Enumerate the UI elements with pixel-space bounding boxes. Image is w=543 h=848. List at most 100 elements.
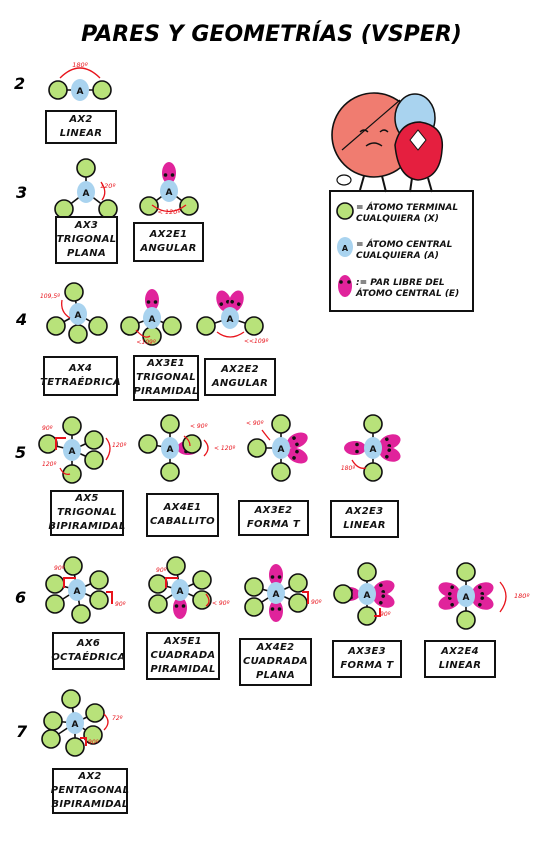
terminal-atom xyxy=(65,737,85,757)
terminal-atom xyxy=(92,80,112,100)
terminal-atom xyxy=(456,562,476,582)
geometry-name: TRIGONAL xyxy=(57,507,117,518)
angle-arc xyxy=(100,181,106,201)
lone-pair-lobe xyxy=(216,290,232,312)
formula: AX2 xyxy=(78,771,102,782)
row-number-2: 2 xyxy=(14,74,26,93)
angle-label: 90º xyxy=(42,425,53,432)
label-ax6: AX6 OCTAÉDRICA xyxy=(51,632,125,670)
electron-dot xyxy=(385,454,389,459)
lone-pair-lobe xyxy=(269,564,283,586)
electron-dot xyxy=(146,300,151,304)
angle-label: 120º xyxy=(42,461,56,468)
central-atom-letter: A xyxy=(74,587,81,597)
lone-pair xyxy=(286,447,308,464)
angle-label: 180º xyxy=(514,592,529,600)
label-ax3e3: AX3E3 FORMA T xyxy=(332,640,402,678)
lone-pair-lobe xyxy=(173,597,187,619)
terminal-atom xyxy=(179,196,199,216)
geometry-name: CUADRADA xyxy=(150,650,216,661)
label-ax2-pentagonal: AX2 PENTAGONAL BIPIRAMIDAL xyxy=(51,768,129,814)
legend-terminal-text: = ÁTOMO TERMINAL CUALQUIERA (X) xyxy=(356,203,459,224)
central-atom xyxy=(358,583,376,605)
central-atom-letter: A xyxy=(273,590,280,600)
label-ax3: AX3 TRIGONAL PLANA xyxy=(55,216,118,264)
terminal-atom xyxy=(363,462,383,482)
central-atom xyxy=(160,180,178,202)
angle-arc xyxy=(61,299,71,319)
electron-dot xyxy=(292,436,296,440)
terminal-atom xyxy=(148,594,168,614)
terminal-atom xyxy=(160,414,180,434)
electron-dot xyxy=(170,173,175,177)
electron-dot xyxy=(450,602,454,607)
electron-dot xyxy=(385,437,389,442)
geometry-name: FORMA T xyxy=(340,660,394,671)
page-title: PARES Y GEOMETRÍAS (VSPER) xyxy=(81,22,462,47)
terminal-atom xyxy=(148,574,168,594)
central-atom xyxy=(63,439,81,461)
central-atom-letter: A xyxy=(83,189,90,199)
angle-arc xyxy=(261,429,271,441)
lone-pair xyxy=(173,597,187,619)
terminal-atom xyxy=(271,462,291,482)
geometry-name: BIPIRAMIDAL xyxy=(51,799,129,810)
electron-dot xyxy=(163,173,168,177)
terminal-atom xyxy=(160,462,180,482)
electron-dot xyxy=(236,302,241,306)
sad-mouth xyxy=(365,142,383,147)
terminal-atom xyxy=(63,556,83,576)
terminal-atom xyxy=(46,316,66,336)
geometry-name: PIRAMIDAL xyxy=(150,664,216,675)
electron-dot xyxy=(387,448,392,452)
right-angle-mark xyxy=(80,737,87,746)
central-atom xyxy=(69,303,87,325)
central-atom xyxy=(171,579,189,601)
terminal-atom xyxy=(71,604,91,624)
central-atom xyxy=(66,712,84,734)
leg xyxy=(381,175,387,193)
row-number-5: 5 xyxy=(15,443,27,462)
geometry-name: PLANA xyxy=(66,248,107,259)
central-atom-letter: A xyxy=(77,87,84,97)
angle-arc xyxy=(203,439,209,457)
electron-dot xyxy=(355,449,359,454)
right-angle-mark xyxy=(106,591,113,604)
lone-pair xyxy=(379,446,401,462)
electron-dot xyxy=(480,596,485,600)
lone-pair-lobe xyxy=(286,447,308,464)
formula: AX4E2 xyxy=(256,642,295,653)
terminal-atom xyxy=(139,196,159,216)
lone-pair xyxy=(373,592,395,608)
angle-label: 72º xyxy=(112,715,123,722)
angle-label: 180º xyxy=(341,465,355,472)
lone-pair xyxy=(216,290,232,312)
terminal-atom xyxy=(62,416,82,436)
electron-dot xyxy=(230,299,234,304)
formula: AX3 xyxy=(74,220,99,231)
angle-arc xyxy=(103,713,109,731)
central-atom xyxy=(221,307,239,329)
label-ax2e2: AX2E2 ANGULAR xyxy=(204,358,276,396)
terminal-atom xyxy=(62,464,82,484)
central-atom xyxy=(161,437,179,459)
atom-stripe xyxy=(341,99,401,151)
red-heart-body xyxy=(394,121,444,181)
central-atom xyxy=(267,582,285,604)
geometry-name: LINEAR xyxy=(59,128,103,139)
label-ax2: AX2 LINEAR xyxy=(45,110,117,144)
electron-dot xyxy=(270,607,275,611)
central-atom-letter: A xyxy=(364,591,371,601)
formula: AX3E1 xyxy=(147,358,185,369)
terminal-atom xyxy=(43,711,63,731)
angle-label: 90º xyxy=(54,565,65,572)
central-atom-letter: A xyxy=(463,593,470,603)
central-atom-letter: A xyxy=(167,445,174,455)
right-angle-mark xyxy=(302,591,309,604)
angle-label: <<109º xyxy=(244,338,269,345)
terminal-atom xyxy=(357,562,377,582)
electron-dot xyxy=(379,583,383,588)
terminal-atom xyxy=(192,570,212,590)
angle-label: < 90º xyxy=(190,423,208,430)
